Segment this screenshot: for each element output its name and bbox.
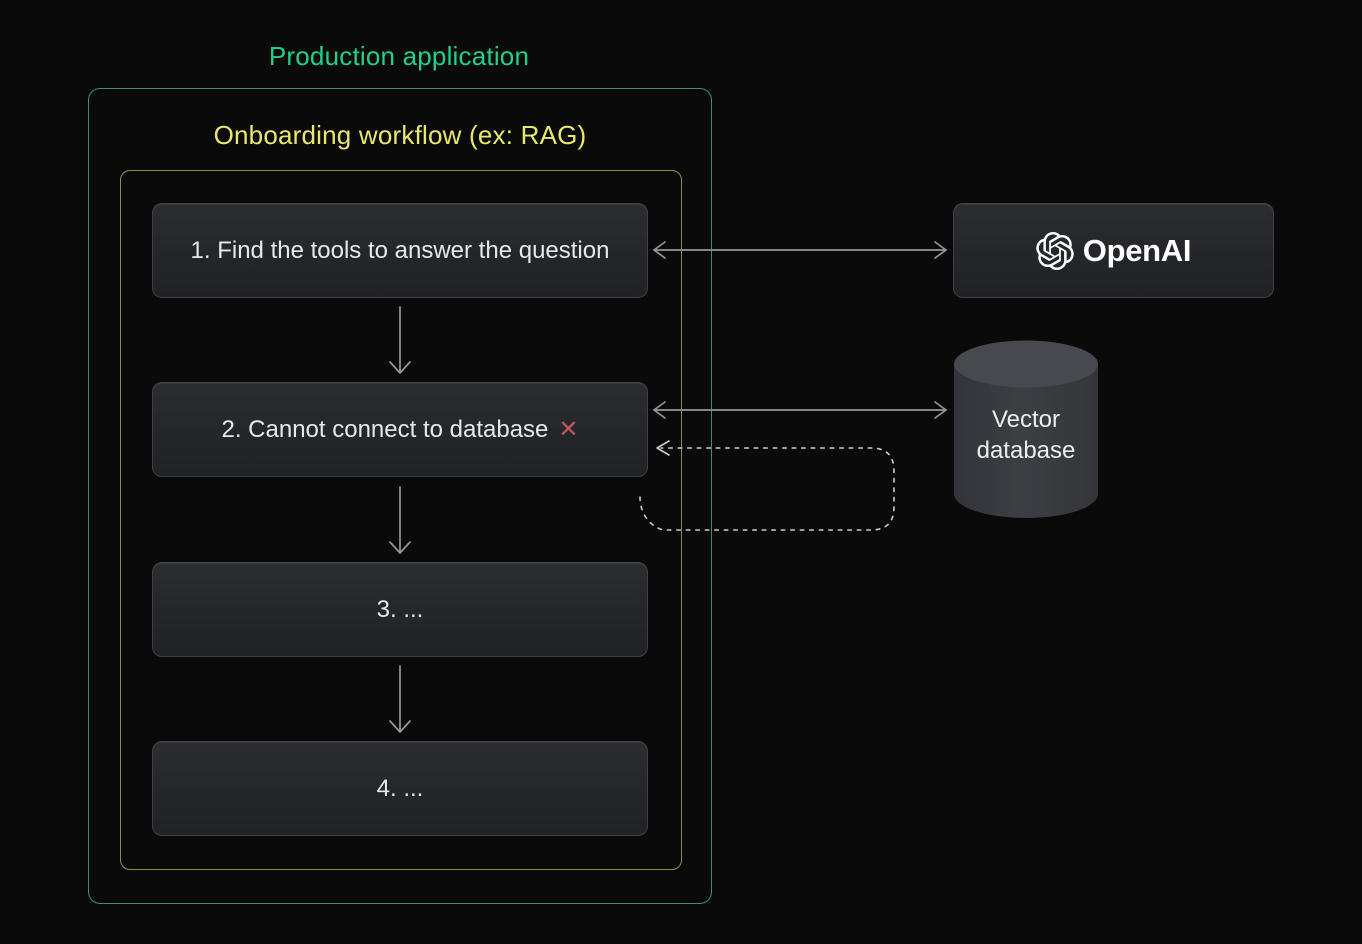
step-node-3: 3. ... (152, 562, 648, 657)
openai-label: OpenAI (1082, 232, 1192, 268)
step-node-4: 4. ... (152, 741, 648, 836)
openai-node: OpenAI (953, 203, 1274, 298)
step-2-label: 2. Cannot connect to database (221, 415, 549, 443)
error-x-icon: ✕ (558, 416, 579, 443)
vector-database-cylinder (954, 340, 1098, 518)
step-node-2: 2. Cannot connect to database ✕ (152, 382, 648, 477)
step-node-1: 1. Find the tools to answer the question (152, 203, 648, 298)
onboarding-workflow-title: Onboarding workflow (ex: RAG) (213, 120, 587, 150)
openai-logo-icon (1036, 231, 1074, 270)
step-3-label: 3. ... (376, 595, 424, 623)
step-4-label: 4. ... (376, 774, 424, 802)
vector-database-label: Vector database (976, 406, 1076, 464)
step-1-label: 1. Find the tools to answer the question (190, 236, 610, 264)
production-application-title: Production application (268, 41, 530, 71)
